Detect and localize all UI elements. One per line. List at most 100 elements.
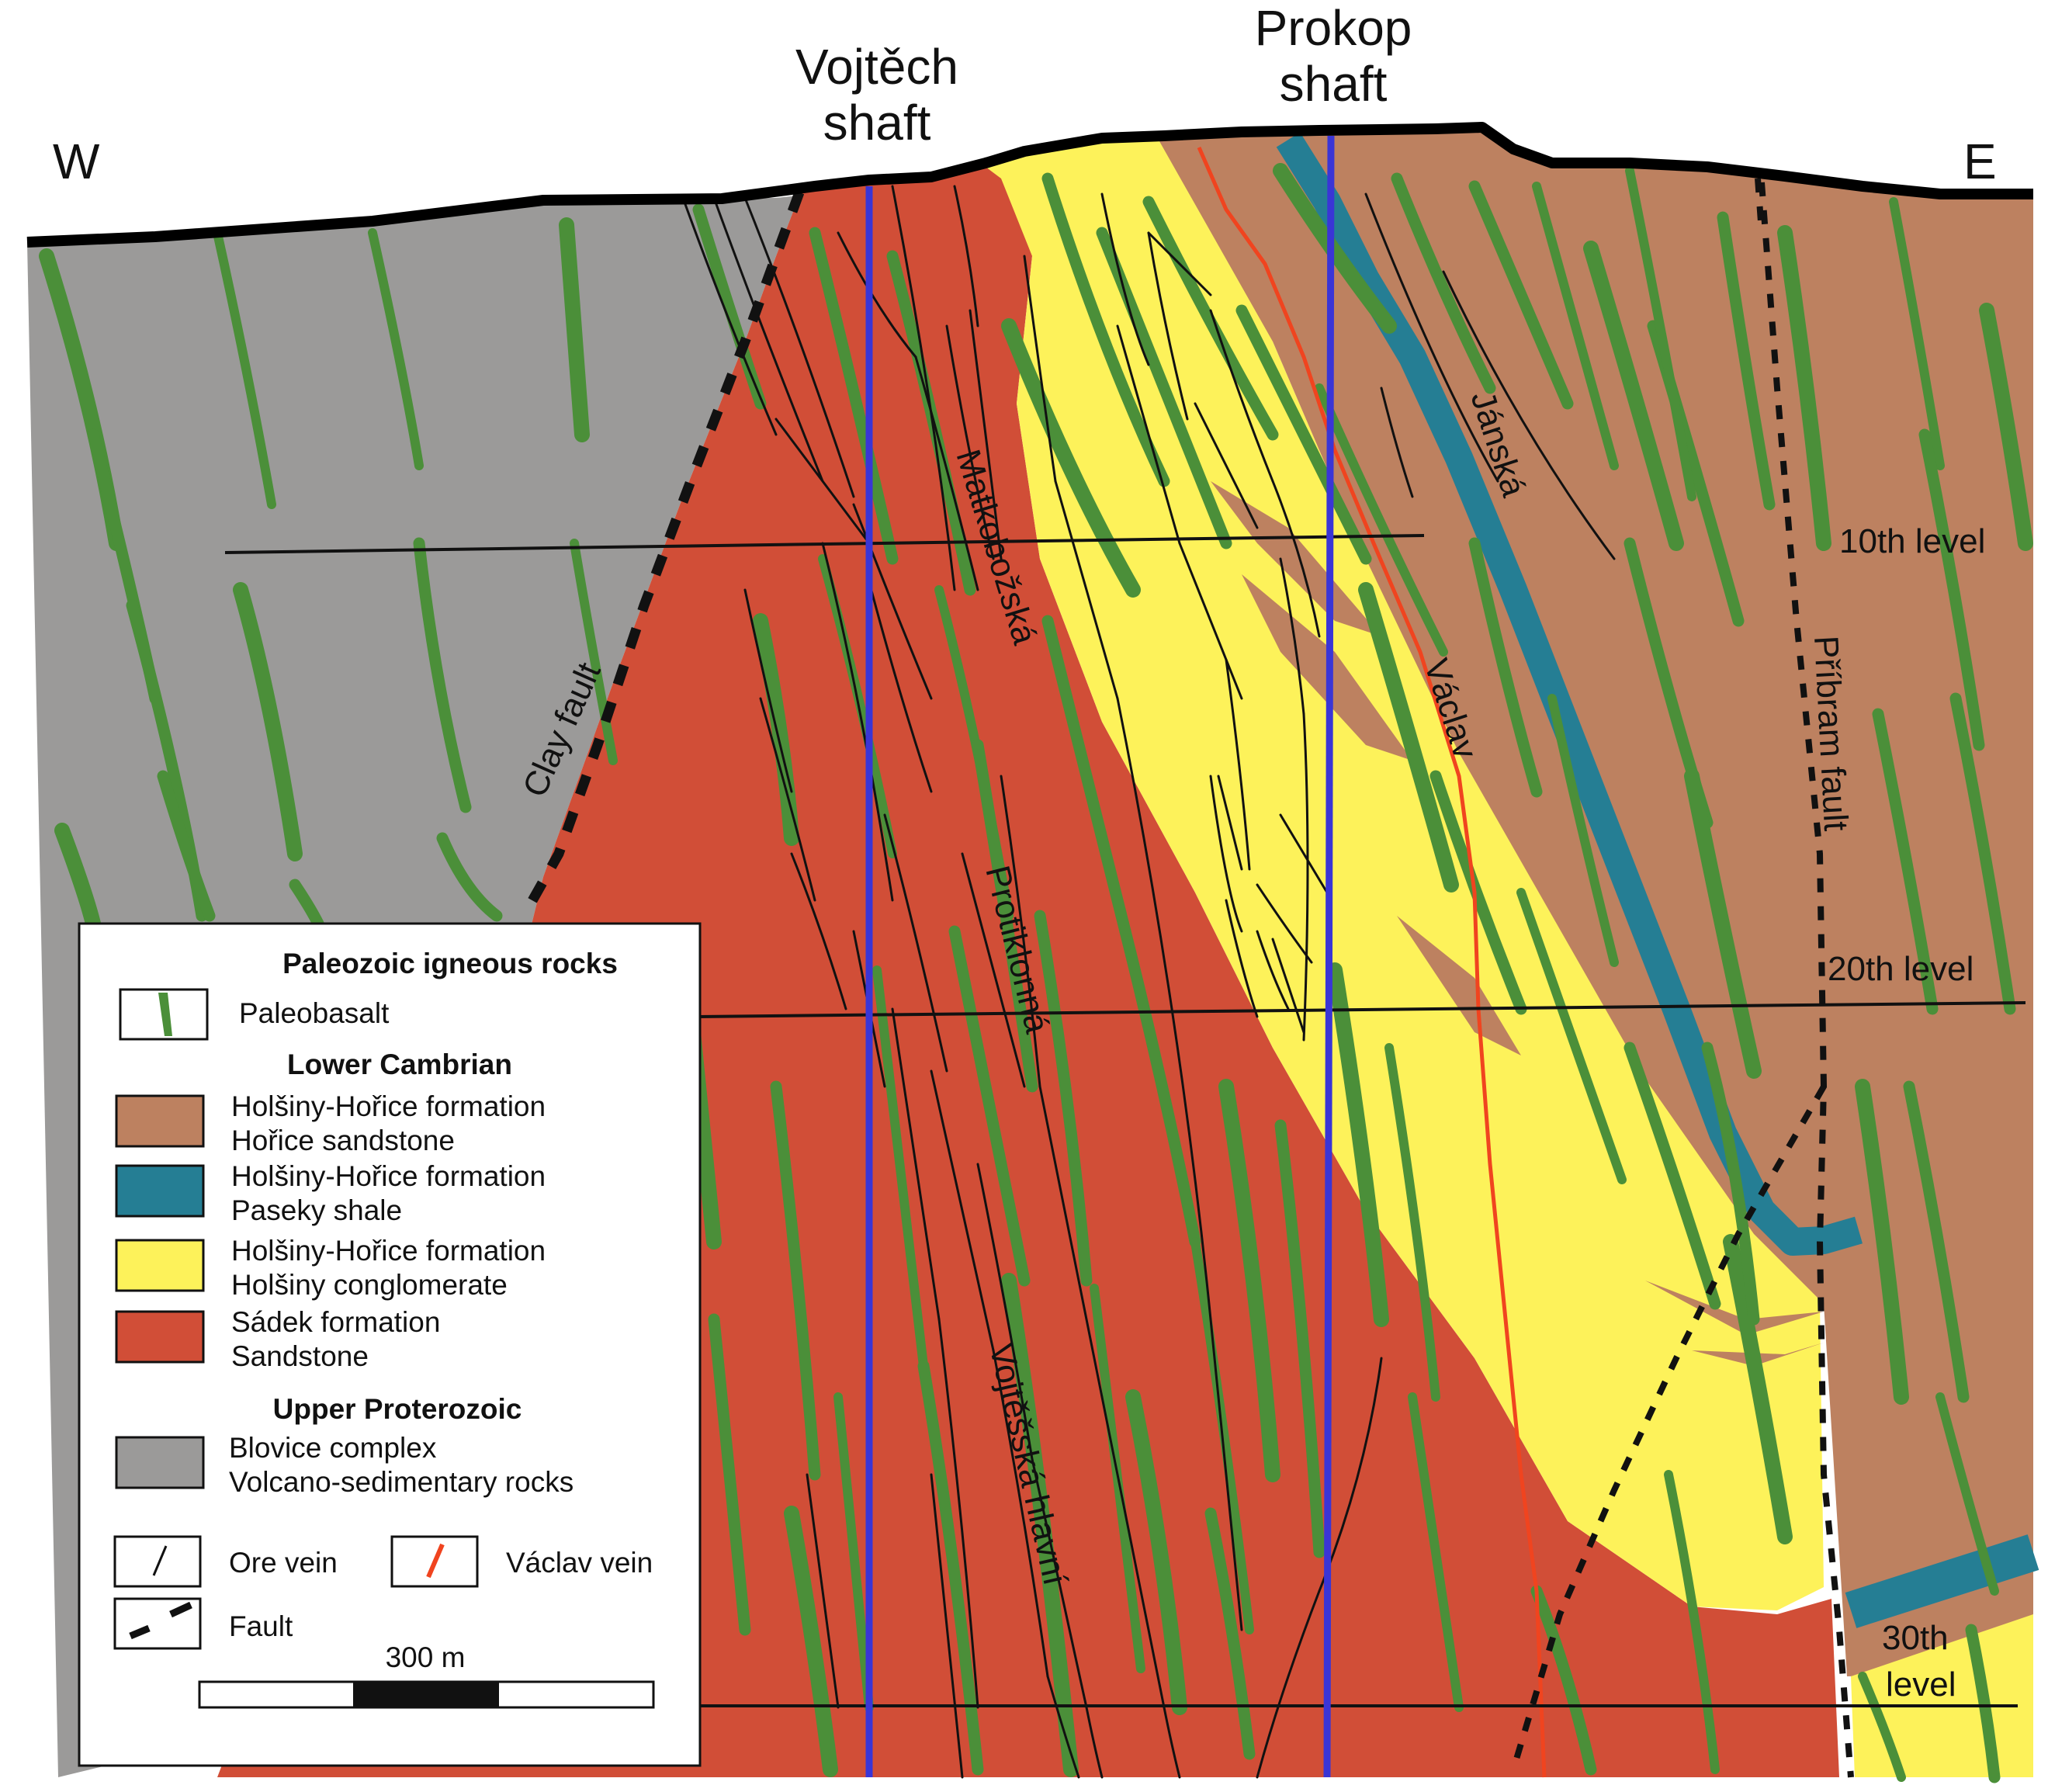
unit-horice-wedge-4 — [1645, 1281, 1824, 1335]
legend-paleobasalt-symbol — [158, 993, 172, 1036]
unit-holsiny-conglomerate — [986, 136, 1824, 1610]
paleobasalt-dike — [917, 1360, 984, 1776]
ore-vein — [1380, 386, 1414, 498]
legend-header-cambrian: Lower Cambrian — [287, 1049, 512, 1080]
legend-paleobasalt: Paleobasalt — [239, 997, 390, 1029]
clay-fault-line — [519, 190, 805, 919]
ore-vein — [1256, 1589, 1321, 1779]
ore-vein — [1271, 480, 1321, 638]
paleobasalt-dike — [770, 1080, 821, 1481]
ore-vein — [868, 581, 933, 793]
paleobasalt-dike — [1142, 196, 1279, 441]
ore-vein — [1147, 231, 1189, 421]
level-30-label-2: level — [1886, 1665, 1956, 1704]
paleobasalt-dike — [1235, 304, 1372, 565]
ore-veins — [681, 185, 1616, 1779]
paleobasalt-dike — [233, 582, 303, 861]
ore-vein — [1031, 1458, 1088, 1709]
level-30-label-1: 30th — [1882, 1619, 1949, 1657]
ore-vein — [937, 1318, 979, 1709]
paleobasalt-dike — [1408, 1392, 1464, 1712]
ore-vein — [1217, 775, 1243, 871]
ore-vein — [1116, 324, 1181, 545]
ore-vein — [1256, 930, 1290, 1010]
paleobasalt-dike — [1384, 1043, 1440, 1402]
ore-vein — [992, 1349, 1049, 1678]
paleobasalt-dike — [1979, 303, 2033, 551]
paleobasalt-dike — [1468, 180, 1574, 410]
ore-vein — [1209, 1318, 1243, 1631]
paleobasalt-dike — [1041, 172, 1170, 487]
paleobasalt-dike — [1125, 1389, 1187, 1715]
vaclav-vein-line — [1197, 146, 1547, 1778]
paleobasalt-dike — [1358, 582, 1459, 893]
ore-vein — [1209, 309, 1274, 483]
ore-vein — [1256, 883, 1313, 964]
legend-sadek-2: Sandstone — [231, 1340, 369, 1372]
ore-vein — [1085, 1706, 1104, 1779]
prokop-shaft-line — [1323, 135, 1335, 1778]
paseky-shale-band-main — [1276, 132, 1863, 1256]
level-10-line — [224, 534, 1425, 554]
legend-sadek-1: Sádek formation — [231, 1306, 440, 1338]
legend-vaclav-vein-symbol — [426, 1543, 445, 1579]
ore-vein — [1302, 712, 1309, 1042]
ore-vein — [953, 185, 979, 328]
ore-vein — [1000, 775, 1041, 1088]
paleobasalt-dike — [368, 228, 424, 470]
ore-vein — [969, 309, 1003, 560]
ore-vein — [945, 324, 995, 560]
shaft-lines — [865, 135, 1335, 1778]
ore-vein — [821, 542, 894, 902]
ore-vein — [837, 231, 917, 359]
paleobasalt-dike — [1516, 888, 1627, 1184]
paleobasalt-dike — [1034, 910, 1093, 1287]
paleobasalt-dike — [1218, 1079, 1280, 1482]
legend-swatch-sadek — [115, 1310, 205, 1364]
ore-vein — [1170, 1007, 1212, 1321]
prokop-shaft-label-1: Prokop — [1255, 0, 1412, 56]
scale-bar-black-segment — [353, 1682, 499, 1707]
ore-vein — [1100, 1395, 1166, 1709]
legend-horice-1: Holšiny-Hořice formation — [231, 1090, 546, 1122]
level-20-label: 20th level — [1828, 950, 1973, 988]
paleobasalt-dike — [1701, 1042, 1760, 1326]
ore-vein — [930, 1069, 995, 1352]
ore-vein — [1116, 697, 1173, 1010]
ore-vein — [1225, 658, 1251, 871]
paleobasalt-dike — [708, 1313, 751, 1636]
ore-vein — [1225, 899, 1259, 1018]
east-label: E — [1963, 133, 1997, 189]
ore-vein — [1194, 402, 1259, 529]
paleobasalt-dike — [413, 537, 472, 813]
ore-vein — [743, 588, 793, 793]
ore-vein — [712, 196, 824, 483]
paleobasalt-dike — [1001, 318, 1141, 598]
paleobasalt-dike — [1532, 182, 1619, 470]
paleobasalt-dike — [1777, 225, 1831, 551]
legend-vaclav-vein: Václav vein — [506, 1547, 653, 1579]
ore-vein — [1038, 1085, 1104, 1399]
paleobasalt-dike — [1858, 1672, 1906, 1782]
vojtech-shaft-label-2: shaft — [823, 95, 931, 151]
ore-vein — [883, 813, 948, 1073]
paleobasalt-dike — [1583, 241, 1684, 551]
legend-holsiny-2: Holšiny conglomerate — [231, 1269, 508, 1301]
paleobasalt-dike — [570, 539, 618, 765]
legend-swatch-paseky — [115, 1164, 205, 1218]
paleobasalt-dike — [972, 739, 1038, 1093]
paleobasalt-dike — [213, 228, 276, 509]
paleobasalt-dike — [436, 832, 503, 922]
topographic-surface — [26, 122, 2033, 248]
ore-vein — [1364, 192, 1499, 483]
paleobasalt-dike — [1903, 1080, 1970, 1403]
legend-ore-vein-symbol — [152, 1545, 168, 1576]
ore-vein — [852, 503, 933, 700]
paleobasalt-dike — [1204, 1507, 1256, 1760]
ore-vein — [961, 852, 1026, 1088]
fault-lines — [519, 182, 1854, 1778]
prokop-shaft-label-2: shaft — [1280, 56, 1388, 112]
legend-swatch-holsiny — [115, 1239, 205, 1292]
ore-vein — [976, 1163, 1034, 1461]
